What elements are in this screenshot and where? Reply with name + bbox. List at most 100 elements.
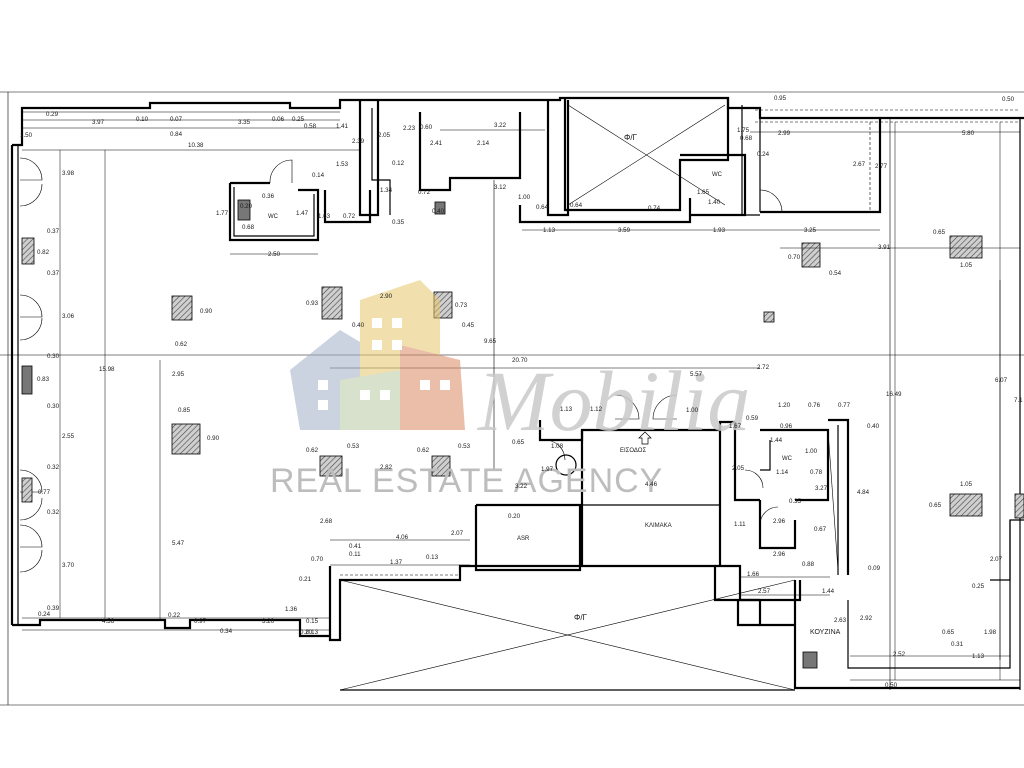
svg-text:16.49: 16.49 bbox=[886, 391, 902, 398]
svg-text:2.55: 2.55 bbox=[62, 433, 75, 440]
svg-text:2.14: 2.14 bbox=[477, 140, 490, 147]
svg-text:1.44: 1.44 bbox=[822, 588, 835, 595]
svg-text:1.77: 1.77 bbox=[216, 210, 229, 217]
label-elevator: ASR bbox=[517, 536, 530, 542]
svg-text:1.37: 1.37 bbox=[390, 559, 403, 566]
svg-text:0.20: 0.20 bbox=[300, 629, 313, 636]
svg-text:0.15: 0.15 bbox=[306, 618, 319, 625]
svg-text:0.39: 0.39 bbox=[47, 605, 60, 612]
svg-text:0.59: 0.59 bbox=[746, 415, 759, 422]
svg-text:2.05: 2.05 bbox=[378, 132, 391, 139]
watermark-brand: Mobilia bbox=[476, 353, 750, 449]
svg-text:0.62: 0.62 bbox=[306, 447, 319, 454]
svg-text:1.63: 1.63 bbox=[318, 213, 331, 220]
svg-text:0.65: 0.65 bbox=[933, 229, 946, 236]
svg-text:1.75: 1.75 bbox=[737, 127, 750, 134]
dimension-lines bbox=[22, 119, 1020, 680]
svg-text:0.35: 0.35 bbox=[789, 498, 802, 505]
svg-text:2.82: 2.82 bbox=[380, 464, 393, 471]
svg-text:3.91: 3.91 bbox=[878, 244, 891, 251]
svg-text:0.68: 0.68 bbox=[740, 135, 753, 142]
svg-text:3.20: 3.20 bbox=[262, 618, 275, 625]
svg-text:4.84: 4.84 bbox=[857, 489, 870, 496]
svg-text:0.09: 0.09 bbox=[868, 565, 881, 572]
dimension-texts: 0.29 3.97 0.10 0.07 0.84 3.35 0.06 0.25 … bbox=[20, 95, 1023, 689]
svg-text:3.25: 3.25 bbox=[804, 227, 817, 234]
svg-text:2.99: 2.99 bbox=[778, 130, 791, 137]
svg-text:0.72: 0.72 bbox=[418, 189, 431, 196]
svg-text:0.40: 0.40 bbox=[432, 208, 445, 215]
svg-text:2.39: 2.39 bbox=[352, 138, 365, 145]
svg-text:1.97: 1.97 bbox=[541, 466, 554, 473]
svg-text:1.00: 1.00 bbox=[686, 407, 699, 414]
svg-text:0.64: 0.64 bbox=[570, 202, 583, 209]
svg-text:1.67: 1.67 bbox=[729, 423, 742, 430]
svg-text:2.67: 2.67 bbox=[853, 161, 866, 168]
svg-text:0.53: 0.53 bbox=[347, 443, 360, 450]
svg-text:0.11: 0.11 bbox=[349, 551, 361, 558]
svg-text:1.93: 1.93 bbox=[713, 227, 726, 234]
svg-text:0.70: 0.70 bbox=[788, 254, 801, 261]
svg-text:0.90: 0.90 bbox=[207, 435, 220, 442]
svg-text:1.65: 1.65 bbox=[697, 189, 710, 196]
svg-text:2.41: 2.41 bbox=[430, 140, 443, 147]
svg-text:1.05: 1.05 bbox=[960, 262, 973, 269]
svg-text:0.20: 0.20 bbox=[240, 203, 253, 210]
svg-text:0.25: 0.25 bbox=[292, 116, 305, 123]
svg-text:3.22: 3.22 bbox=[494, 122, 507, 129]
svg-text:0.65: 0.65 bbox=[929, 502, 942, 509]
svg-text:3.98: 3.98 bbox=[62, 170, 75, 177]
svg-text:1.00: 1.00 bbox=[518, 194, 531, 201]
svg-text:2.92: 2.92 bbox=[860, 615, 873, 622]
svg-text:0.50: 0.50 bbox=[885, 682, 898, 689]
svg-text:1.13: 1.13 bbox=[972, 653, 985, 660]
left-facade-openings bbox=[19, 157, 43, 573]
svg-text:0.37: 0.37 bbox=[47, 228, 60, 235]
svg-text:0.74: 0.74 bbox=[648, 205, 661, 212]
svg-text:0.62: 0.62 bbox=[175, 341, 188, 348]
svg-text:3.59: 3.59 bbox=[618, 227, 631, 234]
svg-text:0.34: 0.34 bbox=[220, 628, 233, 635]
svg-text:2.07: 2.07 bbox=[451, 530, 464, 537]
svg-text:2.52: 2.52 bbox=[893, 651, 906, 658]
interior-walls bbox=[0, 98, 1024, 691]
svg-text:2.68: 2.68 bbox=[320, 518, 333, 525]
svg-text:1.53: 1.53 bbox=[336, 161, 349, 168]
svg-text:0.65: 0.65 bbox=[512, 439, 525, 446]
svg-text:2.07: 2.07 bbox=[990, 556, 1003, 563]
svg-text:2.96: 2.96 bbox=[773, 518, 786, 525]
svg-text:5.57: 5.57 bbox=[690, 371, 703, 378]
svg-text:0.25: 0.25 bbox=[972, 583, 985, 590]
label-wc-mid: WC bbox=[782, 456, 793, 462]
svg-text:10.38: 10.38 bbox=[188, 142, 204, 149]
svg-text:0.65: 0.65 bbox=[942, 629, 955, 636]
svg-text:0.67: 0.67 bbox=[814, 526, 827, 533]
svg-text:3.12: 3.12 bbox=[494, 184, 507, 191]
svg-text:0.32: 0.32 bbox=[47, 509, 60, 516]
svg-text:0.83: 0.83 bbox=[37, 376, 50, 383]
svg-text:5.80: 5.80 bbox=[962, 130, 975, 137]
label-entrance: ΕΙΣΟΔΟΣ bbox=[620, 448, 646, 454]
svg-text:0.10: 0.10 bbox=[136, 116, 149, 123]
svg-text:0.95: 0.95 bbox=[774, 95, 787, 102]
svg-text:2.77: 2.77 bbox=[875, 163, 888, 170]
svg-text:2.50: 2.50 bbox=[268, 251, 281, 258]
svg-text:3.35: 3.35 bbox=[238, 119, 251, 126]
svg-text:5.47: 5.47 bbox=[172, 540, 185, 547]
svg-text:1.44: 1.44 bbox=[770, 437, 783, 444]
svg-text:1.00: 1.00 bbox=[805, 448, 818, 455]
svg-text:2.72: 2.72 bbox=[757, 364, 770, 371]
label-stair: ΚΛΙΜΑΚΑ bbox=[645, 523, 672, 529]
svg-text:3.70: 3.70 bbox=[62, 562, 75, 569]
svg-text:2.23: 2.23 bbox=[403, 125, 416, 132]
svg-text:0.12: 0.12 bbox=[392, 160, 405, 167]
svg-text:0.37: 0.37 bbox=[47, 270, 60, 277]
svg-text:1.66: 1.66 bbox=[747, 571, 760, 578]
svg-text:1.08: 1.08 bbox=[551, 443, 564, 450]
svg-text:0.07: 0.07 bbox=[170, 116, 183, 123]
label-wc-top-right: WC bbox=[712, 172, 723, 178]
svg-text:3.06: 3.06 bbox=[62, 313, 75, 320]
svg-text:1.50: 1.50 bbox=[20, 132, 33, 139]
svg-text:1.14: 1.14 bbox=[776, 469, 789, 476]
svg-text:1.40: 1.40 bbox=[708, 199, 721, 206]
